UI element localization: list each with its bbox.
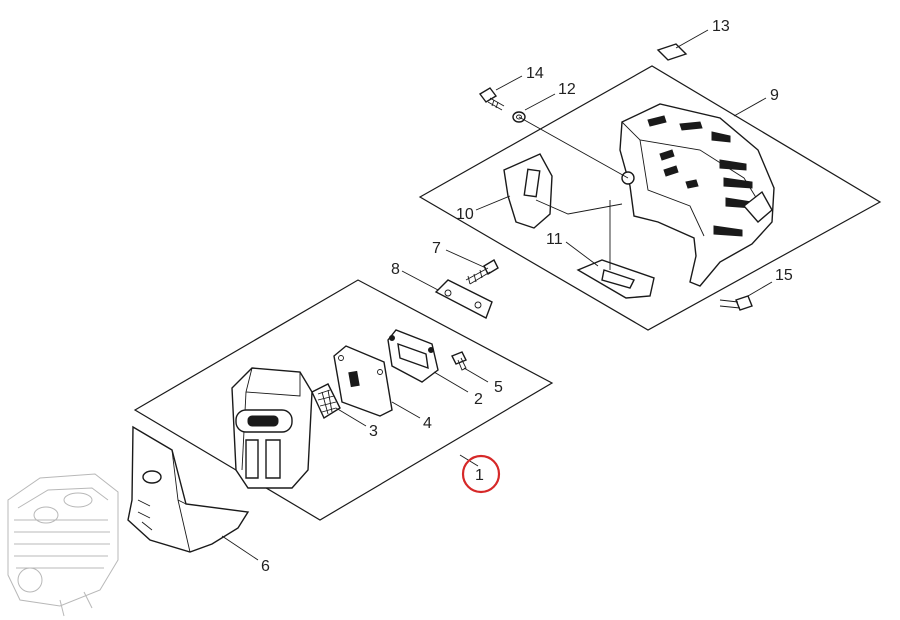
cylinder-shroud — [619, 103, 775, 287]
exhaust-flange — [387, 329, 439, 383]
callout-15[interactable]: 15 — [775, 267, 793, 284]
flange-bolt — [451, 351, 467, 371]
callout-2[interactable]: 2 — [474, 391, 483, 408]
shroud-bolt-upper — [478, 87, 505, 111]
callout-14[interactable]: 14 — [526, 65, 544, 82]
callout-10[interactable]: 10 — [456, 206, 474, 223]
callout-12[interactable]: 12 — [558, 81, 576, 98]
cover-bolt — [465, 259, 499, 285]
callout-5[interactable]: 5 — [494, 379, 503, 396]
callout-4[interactable]: 4 — [423, 415, 432, 432]
shroud-base-plate — [576, 259, 655, 299]
callout-13[interactable]: 13 — [712, 18, 730, 35]
muffler-gasket — [333, 345, 393, 417]
callout-1[interactable]: 1 — [475, 467, 484, 484]
muffler-cover — [127, 425, 250, 553]
warning-label — [656, 43, 688, 61]
engine-outline-illustration — [7, 473, 119, 617]
callout-1-highlight-ring — [461, 454, 501, 494]
leader-lines — [221, 29, 773, 561]
shroud-gasket — [503, 153, 553, 229]
callout-3[interactable]: 3 — [369, 423, 378, 440]
shroud-assembly-group-frame — [418, 65, 882, 331]
mounting-plate — [434, 279, 493, 319]
muffler-body — [231, 367, 313, 489]
callout-6[interactable]: 6 — [261, 558, 270, 575]
shroud-bolt-lower — [719, 295, 753, 311]
assembly-guide-lines — [518, 116, 629, 270]
callout-11[interactable]: 11 — [546, 231, 563, 248]
spark-arrestor-screen — [311, 383, 341, 420]
callout-8[interactable]: 8 — [391, 261, 400, 278]
callout-7[interactable]: 7 — [432, 240, 441, 257]
callout-labels: 1 2 3 4 5 6 7 8 9 10 11 12 13 14 15 — [261, 18, 793, 575]
callout-9[interactable]: 9 — [770, 87, 779, 104]
